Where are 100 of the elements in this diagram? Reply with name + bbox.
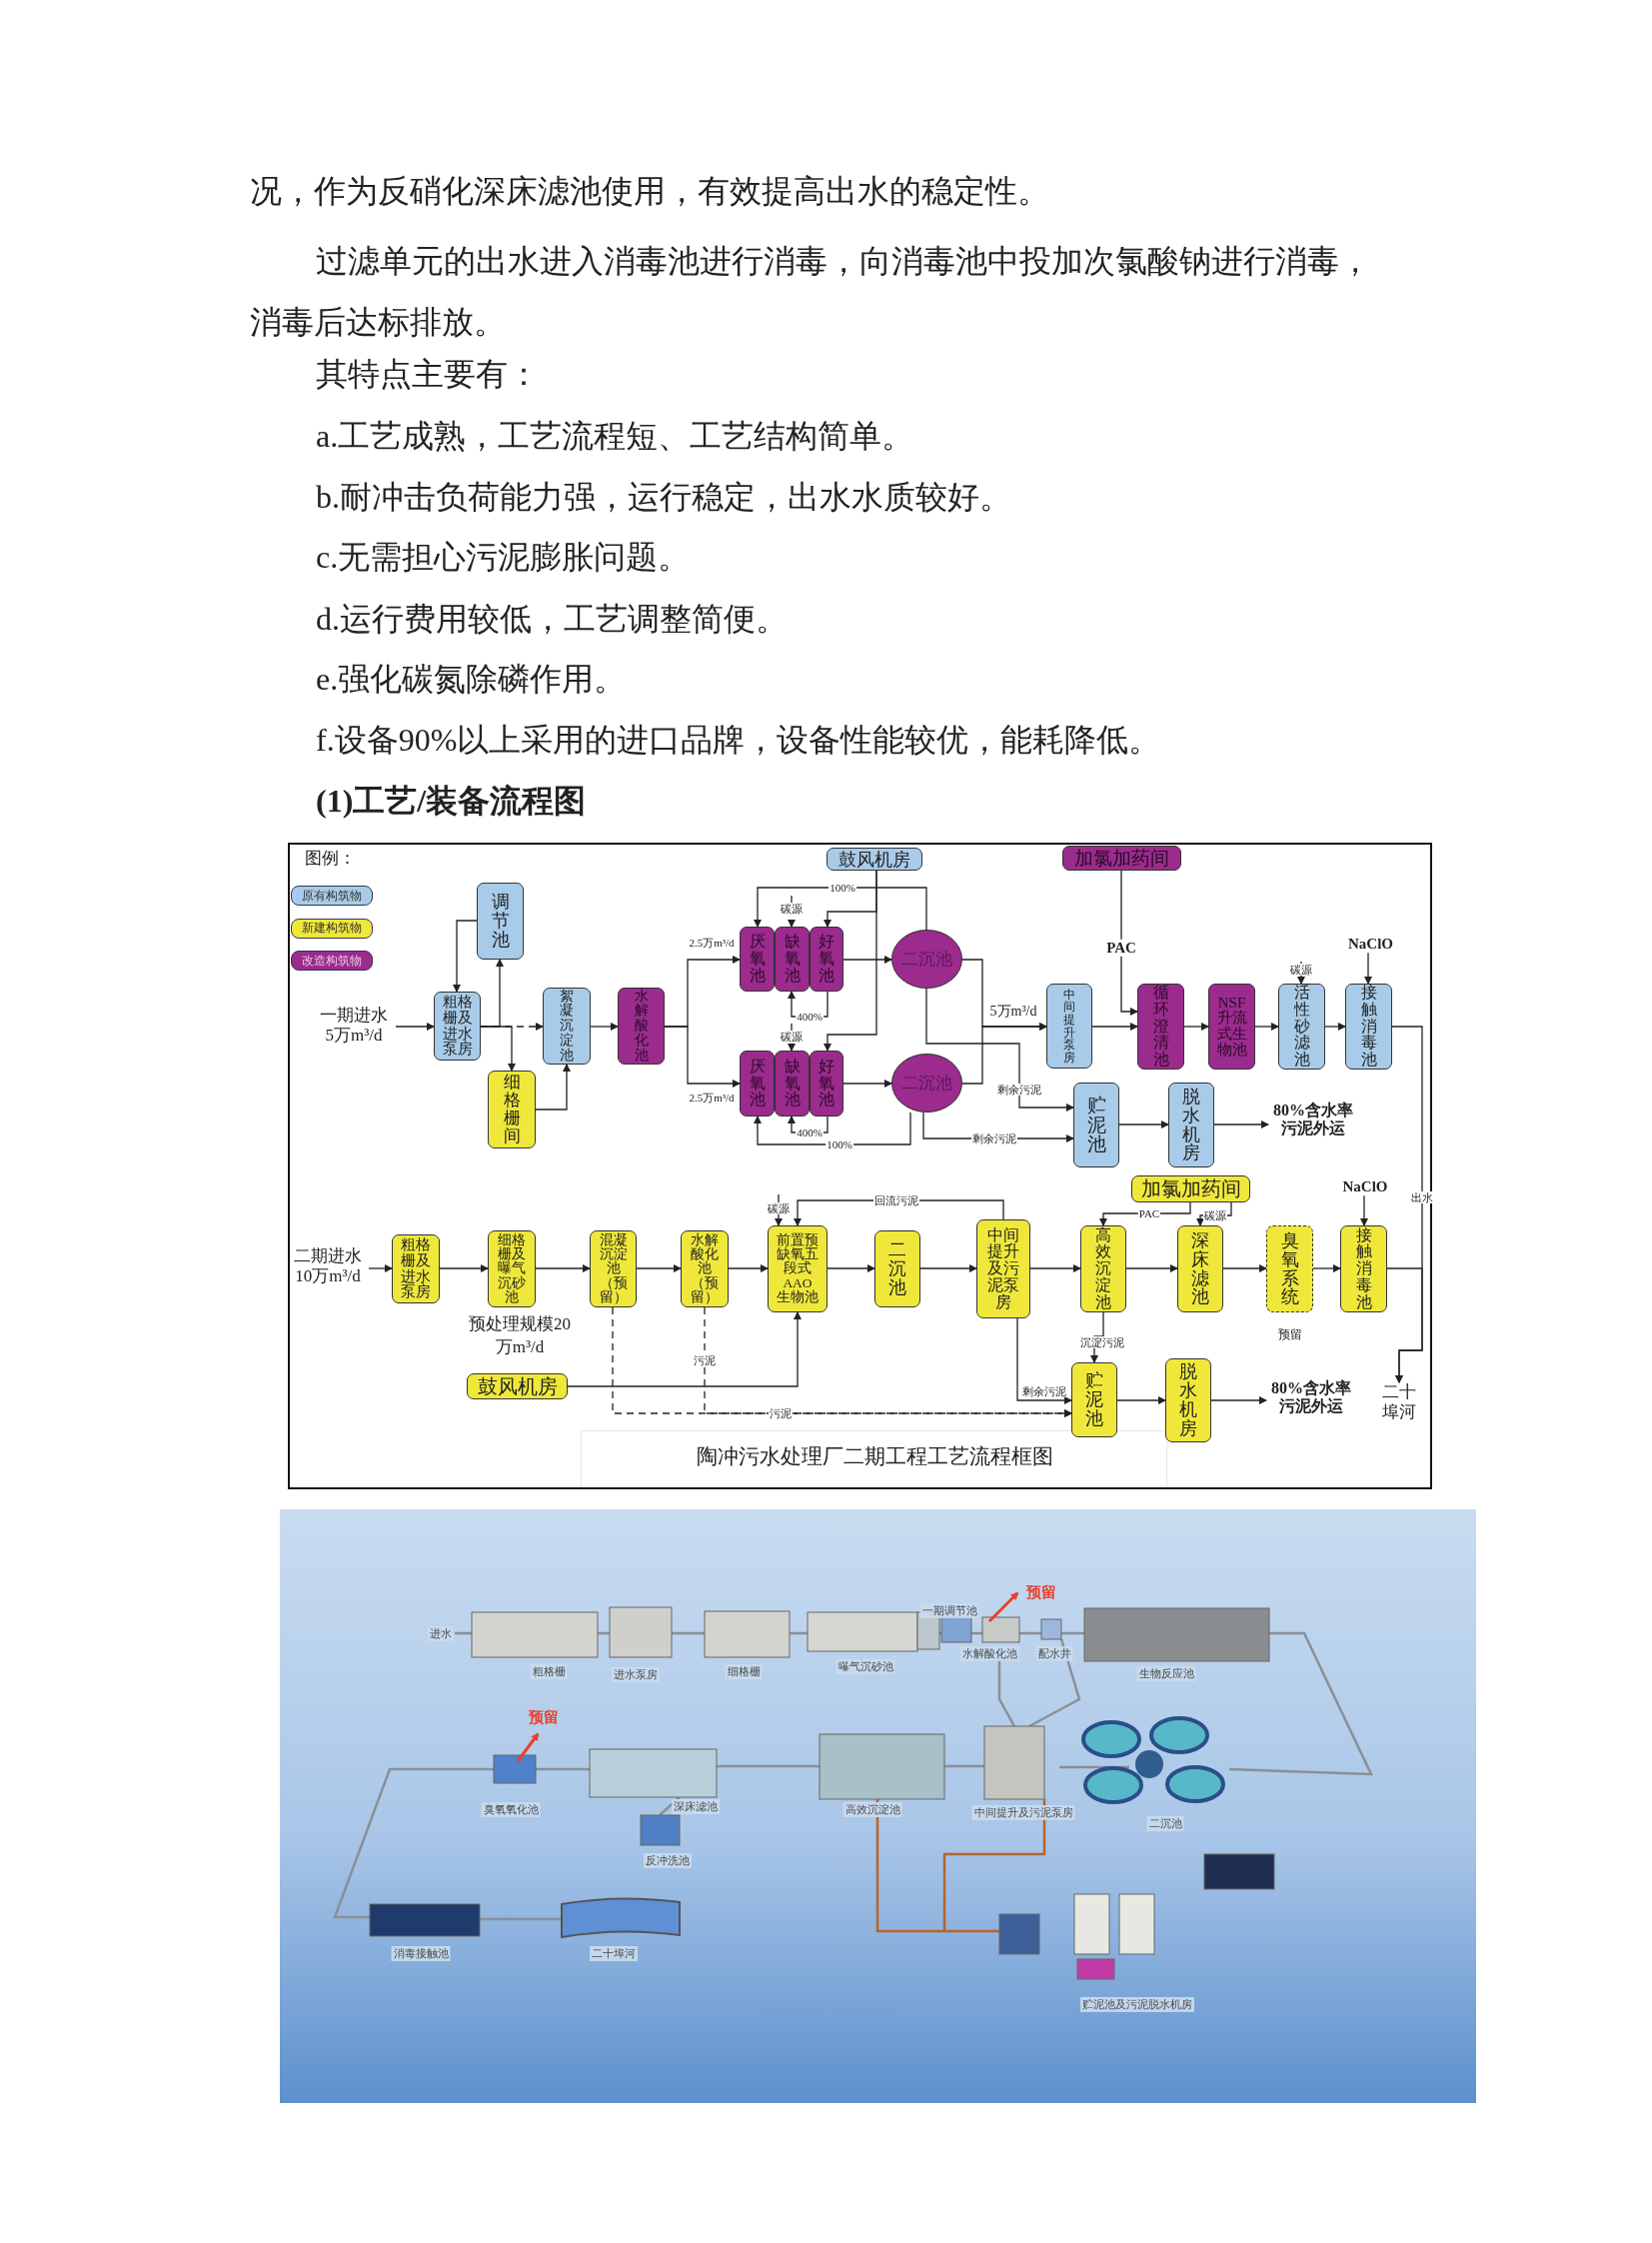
process-box (467, 1373, 568, 1399)
list-item: d.运行费用较低，工艺调整简便。 (316, 600, 788, 639)
box-label: 二沉池 (901, 1072, 952, 1095)
process-box (1071, 1362, 1117, 1437)
process-box (1208, 984, 1255, 1070)
structure-label: 反冲洗池 (644, 1853, 692, 1868)
process-box (874, 1230, 920, 1307)
flow-arrow (480, 1023, 544, 1031)
inflow-label: 5万m³/d (324, 1025, 384, 1046)
structure-label: 进水泵房 (612, 1667, 660, 1682)
inflow-label: 一期进水 (319, 1006, 389, 1026)
edge-label: 剩余污泥 (1021, 1384, 1067, 1398)
flow-arrow (1099, 1201, 1191, 1226)
edge-label: 剩余污泥 (971, 1131, 1017, 1145)
body-text: 况，作为反硝化深床滤池使用，有效提高出水的稳定性。 (250, 172, 1049, 211)
legend-label: 原有构筑物 (302, 888, 362, 904)
box-label: 臭氧系统 (1279, 1230, 1300, 1307)
body-text: 其特点主要有： (316, 355, 540, 394)
process-box (1046, 984, 1092, 1069)
flow-arrow (1116, 1396, 1166, 1404)
section-heading: (1)工艺/装备流程图 (316, 782, 587, 821)
flow-arrow (1016, 1317, 1072, 1404)
box-label: 粗格栅及进水泵房 (441, 995, 474, 1058)
chemical-label: NaClO (1348, 936, 1392, 954)
box-label: 加氯加药间 (1074, 845, 1169, 871)
structure-label: 生物反应池 (1136, 1666, 1196, 1681)
flow-arrow (1222, 1264, 1267, 1272)
process-box (590, 1230, 637, 1307)
box-label: 加氯加药间 (1140, 1175, 1241, 1202)
flow-arrow (824, 870, 877, 1052)
structure-label: 消毒接触池 (391, 1946, 451, 1961)
box-label: 循环澄清池 (1151, 985, 1170, 1069)
flow-arrow (368, 1264, 393, 1272)
list-item: a.工艺成熟，工艺流程短、工艺结构简单。 (316, 417, 914, 456)
flow-arrow (1312, 1264, 1341, 1272)
process-box (976, 1219, 1030, 1318)
flow-arrow (1183, 1023, 1209, 1031)
flow-arrow (728, 1264, 769, 1272)
structure-label: 细格栅 (725, 1664, 763, 1679)
box-label: 鼓风机房 (838, 847, 910, 872)
edge-label: 2.5万m³/d (688, 1091, 736, 1105)
flow-arrow (1029, 1264, 1081, 1272)
legend-label: 改造构筑物 (302, 953, 362, 969)
edge-label: 碳源 (780, 902, 804, 916)
flow-arrow (842, 956, 892, 964)
structure-label: 水解酸化池 (959, 1646, 1019, 1661)
flow-arrow (636, 1264, 682, 1272)
flow-arrow (453, 920, 478, 993)
structure-label: 粗格栅 (530, 1664, 568, 1679)
structure-label: 高效沉淀池 (842, 1802, 902, 1817)
flow-arrow (395, 1023, 435, 1031)
edge-label: 2.5万m³/d (688, 936, 736, 950)
flow-arrow (1120, 870, 1138, 1016)
outlet-label: 80%含水率污泥外运 (1272, 1102, 1354, 1138)
process-box (1177, 1225, 1223, 1312)
chemical-label: NaClO (1341, 1178, 1389, 1196)
process-box (434, 992, 481, 1061)
box-label: 贮泥池 (1085, 1095, 1107, 1155)
structure-label: 中间提升及污泥泵房 (971, 1805, 1075, 1820)
flow-arrow (788, 895, 796, 928)
edge-label: 污泥 (693, 1353, 717, 1367)
flow-arrow (1213, 1121, 1269, 1128)
process-box (618, 988, 665, 1065)
flow-arrow (1125, 1264, 1178, 1272)
process-box (1345, 984, 1392, 1070)
edge-label: 回流污泥 (873, 1193, 919, 1207)
flow-arrow (590, 1023, 619, 1031)
box-label: 接触消毒池 (1354, 1226, 1373, 1311)
process-box (1266, 1225, 1313, 1312)
edge-label: 剩余污泥 (996, 1083, 1042, 1097)
box-label: 深床滤池 (1190, 1230, 1210, 1307)
structure-label: 二沉池 (1146, 1816, 1184, 1831)
flow-arrow (664, 1026, 741, 1088)
box-label: 高效沉淀池 (1094, 1226, 1112, 1311)
process-box (775, 927, 810, 992)
structure-label: 二十埠河 (590, 1946, 638, 1961)
legend-label: 新建构筑物 (302, 921, 362, 936)
reserved-note: 预留 (1026, 1583, 1056, 1602)
flow-arrow (1360, 1194, 1368, 1226)
box-label: 贮泥池 (1084, 1371, 1104, 1428)
process-box (1073, 1083, 1119, 1167)
edge-label: 碳源 (1203, 1208, 1227, 1222)
legend-title: 图例： (305, 848, 356, 870)
structure-label: 进水 (428, 1626, 454, 1641)
box-label: 缺氧池 (783, 934, 802, 985)
process-box (1165, 1358, 1211, 1442)
process-box (681, 1230, 729, 1307)
box-label: 细格栅间 (502, 1074, 522, 1145)
process-box (488, 1071, 536, 1148)
box-label: 中间提升及污泥泵房 (986, 1226, 1020, 1311)
flow-arrow (826, 1264, 875, 1272)
box-label: 二沉池 (901, 948, 952, 971)
process-box (1080, 1225, 1126, 1312)
flow-arrow (535, 1064, 571, 1111)
process-box (1131, 1175, 1250, 1202)
process-box (768, 1225, 827, 1312)
flow-arrow (842, 1080, 892, 1088)
flow-arrow (1091, 1023, 1138, 1031)
box-label: 水解酸化池 (633, 989, 650, 1064)
edge-label: 碳源 (1289, 963, 1313, 977)
